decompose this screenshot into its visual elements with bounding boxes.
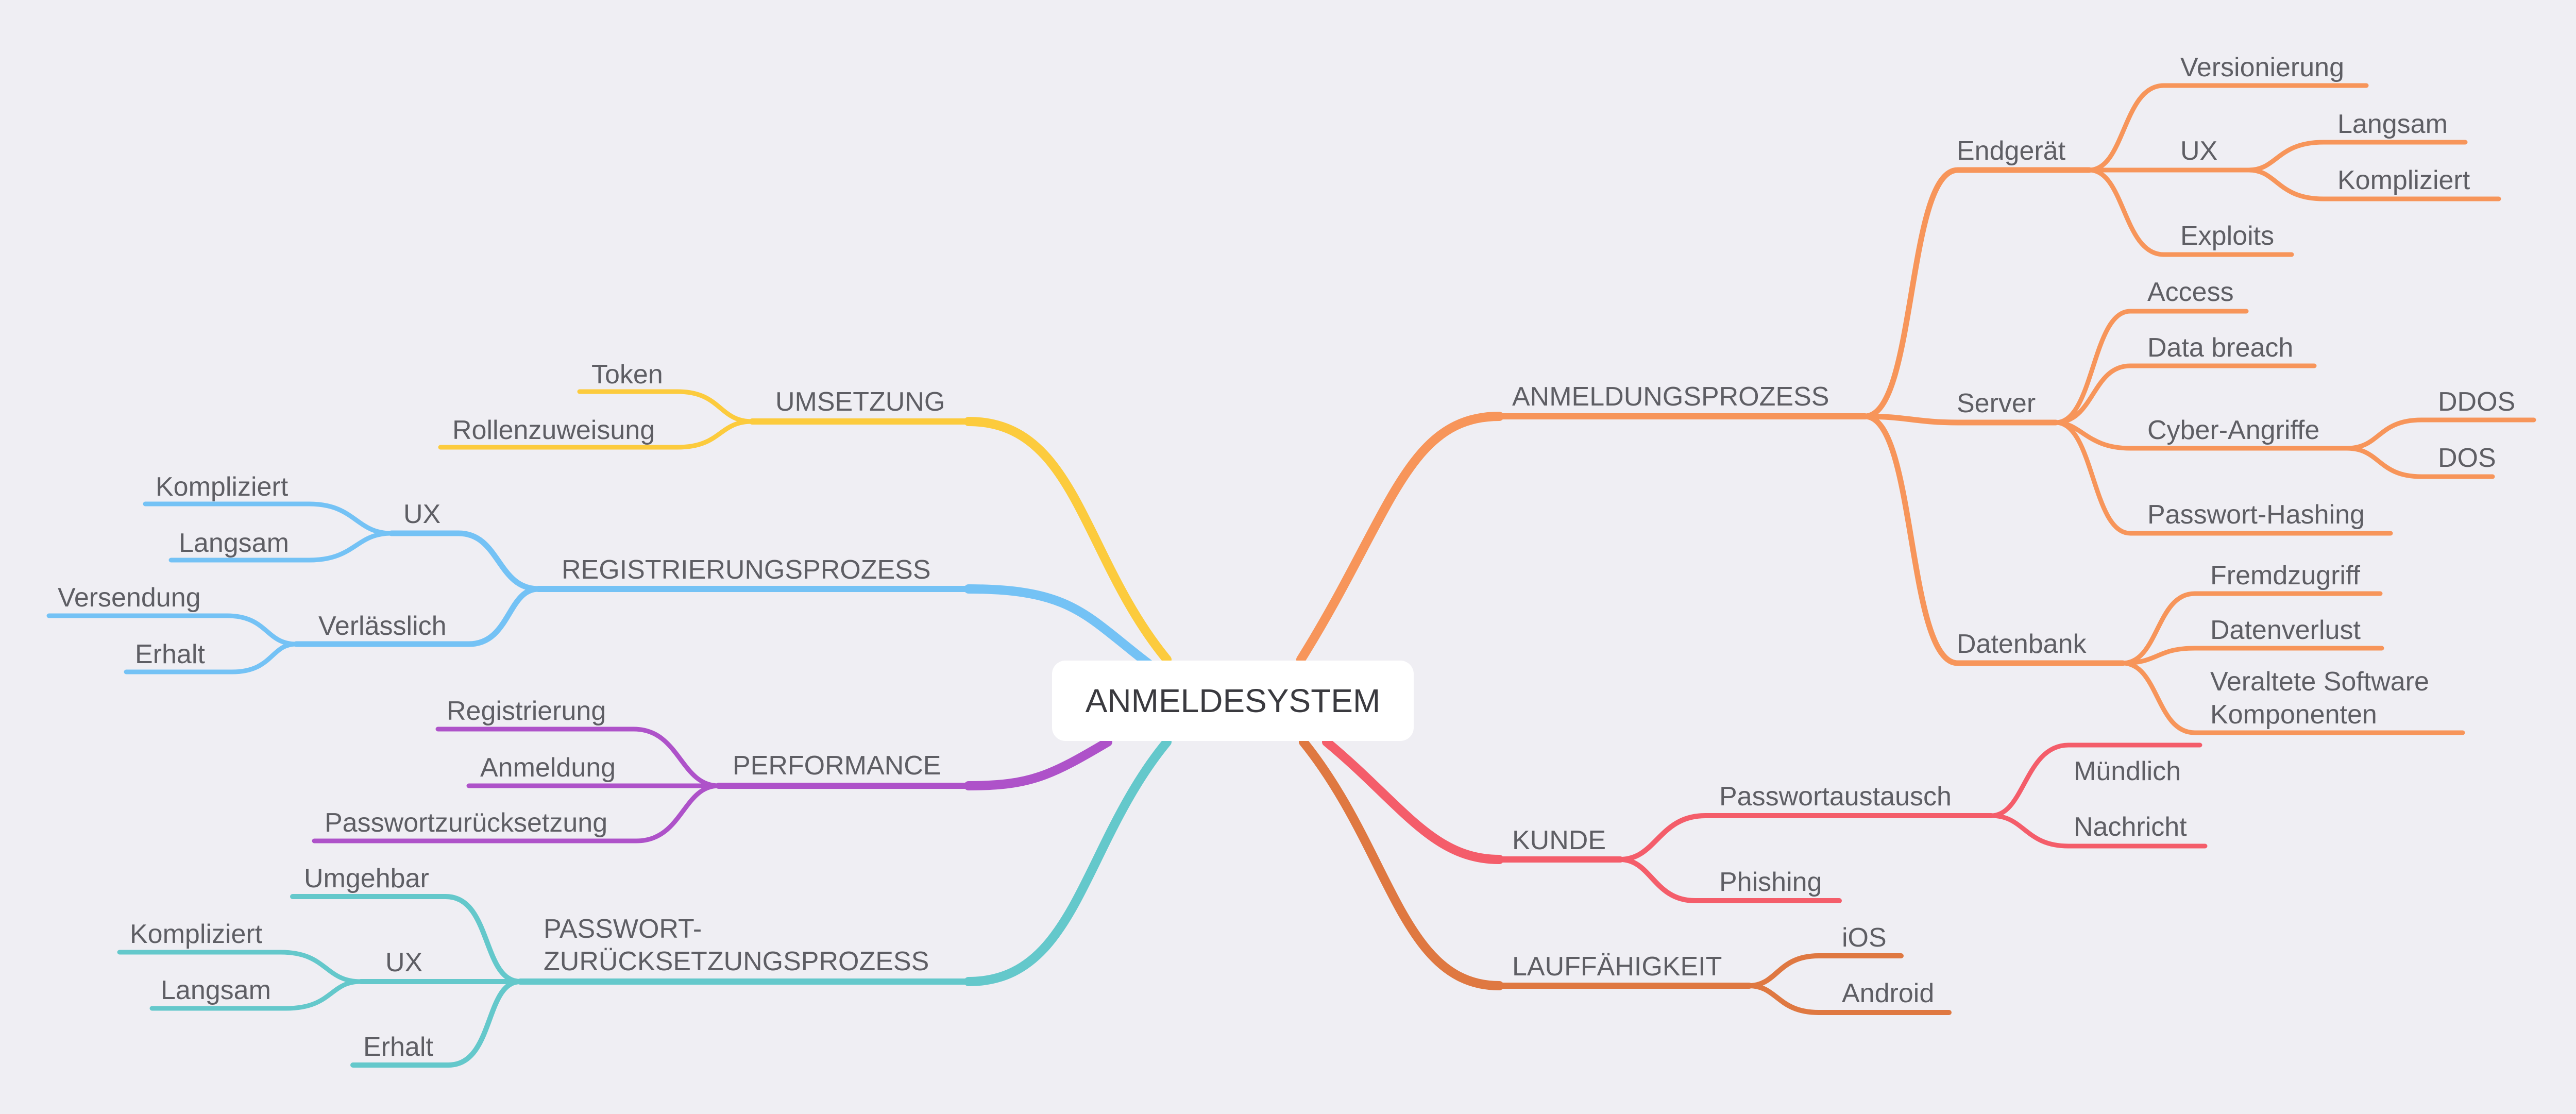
branch-performance [312,727,1112,843]
node-datenverlust[interactable]: Datenverlust [2210,615,2361,645]
branch-passwort [117,737,1172,1068]
node-rollenzuweisung[interactable]: Rollenzuweisung [452,415,655,445]
node-langsam[interactable]: Langsam [161,975,271,1005]
node-kompliziert[interactable]: Kompliziert [2337,165,2470,195]
node-phishing[interactable]: Phishing [1719,867,1822,897]
node-exploits[interactable]: Exploits [2180,221,2274,251]
node-endgeraet[interactable]: Endgerät [1957,136,2066,166]
root-node-label: ANMELDESYSTEM [1086,682,1381,719]
branch-label-kunde[interactable]: KUNDE [1512,825,1606,855]
node-anmeldung[interactable]: Anmeldung [480,753,616,783]
node-passwort-hashing[interactable]: Passwort-Hashing [2147,500,2365,530]
branch-label-lauf[interactable]: LAUFFÄHIGKEIT [1512,952,1722,982]
node-erhalt[interactable]: Erhalt [135,639,205,669]
node-langsam[interactable]: Langsam [179,528,289,558]
node-langsam[interactable]: Langsam [2337,109,2448,139]
node-fremdzugriff[interactable]: Fremdzugriff [2210,561,2360,590]
root-node-box[interactable] [1052,661,1414,741]
node-dos[interactable]: DOS [2438,443,2496,473]
node-ux[interactable]: UX [403,499,440,529]
node-passwortzuruecksetzung[interactable]: Passwortzurücksetzung [325,808,607,838]
node-android[interactable]: Android [1842,978,1934,1008]
branch-anmeldung [1296,83,2536,735]
node-registrierung[interactable]: Registrierung [447,696,606,726]
node-ios[interactable]: iOS [1842,923,1887,953]
node-data-breach[interactable]: Data breach [2147,333,2293,363]
node-ux[interactable]: UX [385,948,422,977]
branch-label-registrierung[interactable]: REGISTRIERUNGSPROZESS [562,555,931,585]
branch-label-passwort-line1[interactable]: PASSWORT- [544,914,702,944]
branch-umsetzung [438,389,1172,664]
node-verlaesslich[interactable]: Verlässlich [318,611,447,641]
branch-label-anmeldung[interactable]: ANMELDUNGSPROZESS [1512,382,1829,412]
node-versionierung[interactable]: Versionierung [2180,53,2344,82]
branch-registrierung [46,501,1161,674]
node-datenbank[interactable]: Datenbank [1957,629,2087,659]
node-server[interactable]: Server [1957,389,2036,418]
branch-kunde [1322,737,2208,903]
node-cyber-angriffe[interactable]: Cyber-Angriffe [2147,415,2319,445]
node-ux[interactable]: UX [2180,136,2217,166]
node-veraltete-software-line1[interactable]: Veraltete Software [2210,667,2429,697]
node-muendlich[interactable]: Mündlich [2074,756,2181,786]
node-veraltete-software-line2[interactable]: Komponenten [2210,700,2377,730]
node-versendung[interactable]: Versendung [58,583,201,613]
node-kompliziert[interactable]: Kompliziert [130,919,263,949]
branch-label-passwort-line2[interactable]: ZURÜCKSETZUNGSPROZESS [544,947,929,976]
node-nachricht[interactable]: Nachricht [2074,812,2187,842]
node-erhalt[interactable]: Erhalt [363,1032,433,1062]
node-ddos[interactable]: DDOS [2438,387,2515,417]
branch-lauf [1299,737,1952,1015]
node-access[interactable]: Access [2147,277,2234,307]
node-kompliziert[interactable]: Kompliziert [156,472,289,502]
node-passwortaustausch[interactable]: Passwortaustausch [1719,782,1952,812]
branch-label-umsetzung[interactable]: UMSETZUNG [775,387,945,417]
branch-label-performance[interactable]: PERFORMANCE [733,751,941,781]
node-umgehbar[interactable]: Umgehbar [304,864,429,893]
node-token[interactable]: Token [591,360,663,390]
